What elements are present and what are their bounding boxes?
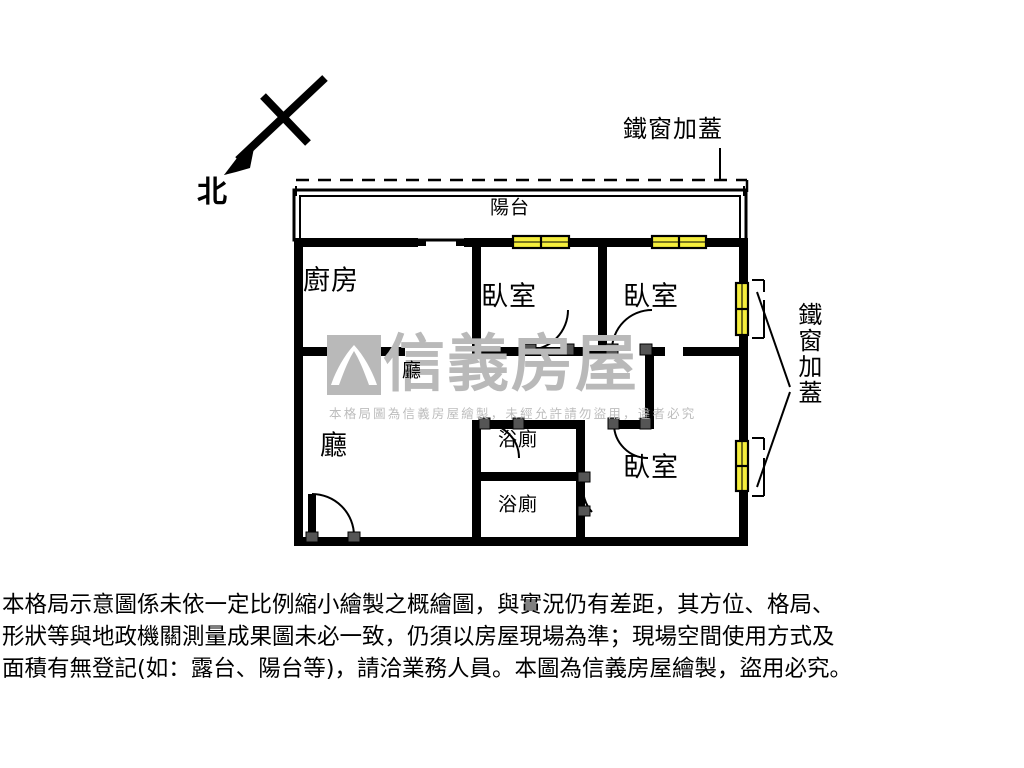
north-arrow-icon: [224, 75, 328, 175]
window-icon-bedroom3-right: [734, 439, 750, 493]
room-label-bedroom-2: 臥室: [623, 281, 679, 313]
window-icon-bedroom2-right: [734, 281, 750, 337]
room-label-hall-upper: 廳: [401, 359, 423, 382]
door-entry: [305, 493, 361, 543]
room-label-balcony: 陽台: [489, 196, 531, 219]
door-bath2: [577, 471, 593, 517]
door-bedroom3: [605, 309, 653, 356]
door-bath1: [478, 417, 525, 459]
disclaimer-line-1: 本格局示意圖係未依一定比例縮小繪製之概繪圖，與實況仍有差距，其方位、格局、: [2, 592, 835, 618]
doors-group: [305, 309, 653, 543]
room-label-bedroom-1: 臥室: [481, 281, 537, 313]
structural-walls: [294, 238, 748, 546]
callout-right-label: 鐵窗加蓋: [793, 302, 822, 406]
room-label-bedroom-3: 臥室: [623, 452, 679, 484]
room-label-bath-2: 浴廁: [497, 493, 539, 516]
windows-group: [511, 234, 750, 493]
door-corridor-right: [607, 417, 652, 459]
disclaimer-line-2: 形狀等與地政機關測量成果圖未必一致，仍須以房屋現場為準；現場空間使用方式及: [2, 623, 835, 650]
room-label-hall-lower: 廳: [320, 430, 348, 462]
disclaimer-text: 本格局示意圖係未依一定比例縮小繪製之概繪圖，與實況仍有差距，其方位、格局、 形狀…: [2, 590, 1022, 686]
room-label-bath-1: 浴廁: [497, 428, 539, 451]
callout-top-label: 鐵窗加蓋: [623, 115, 723, 143]
right-callout-leader-lines: [752, 279, 791, 497]
north-label: 北: [197, 175, 227, 210]
room-label-kitchen: 廚房: [303, 265, 359, 297]
window-icon-bedroom2-top: [650, 234, 708, 250]
window-icon-bedroom1-top: [511, 234, 571, 250]
door-bedroom1: [523, 309, 575, 356]
disclaimer-line-3: 面積有無登記(如：露台、陽台等)，請洽業務人員。本圖為信義房屋繪製，盜用必究。: [2, 655, 853, 682]
